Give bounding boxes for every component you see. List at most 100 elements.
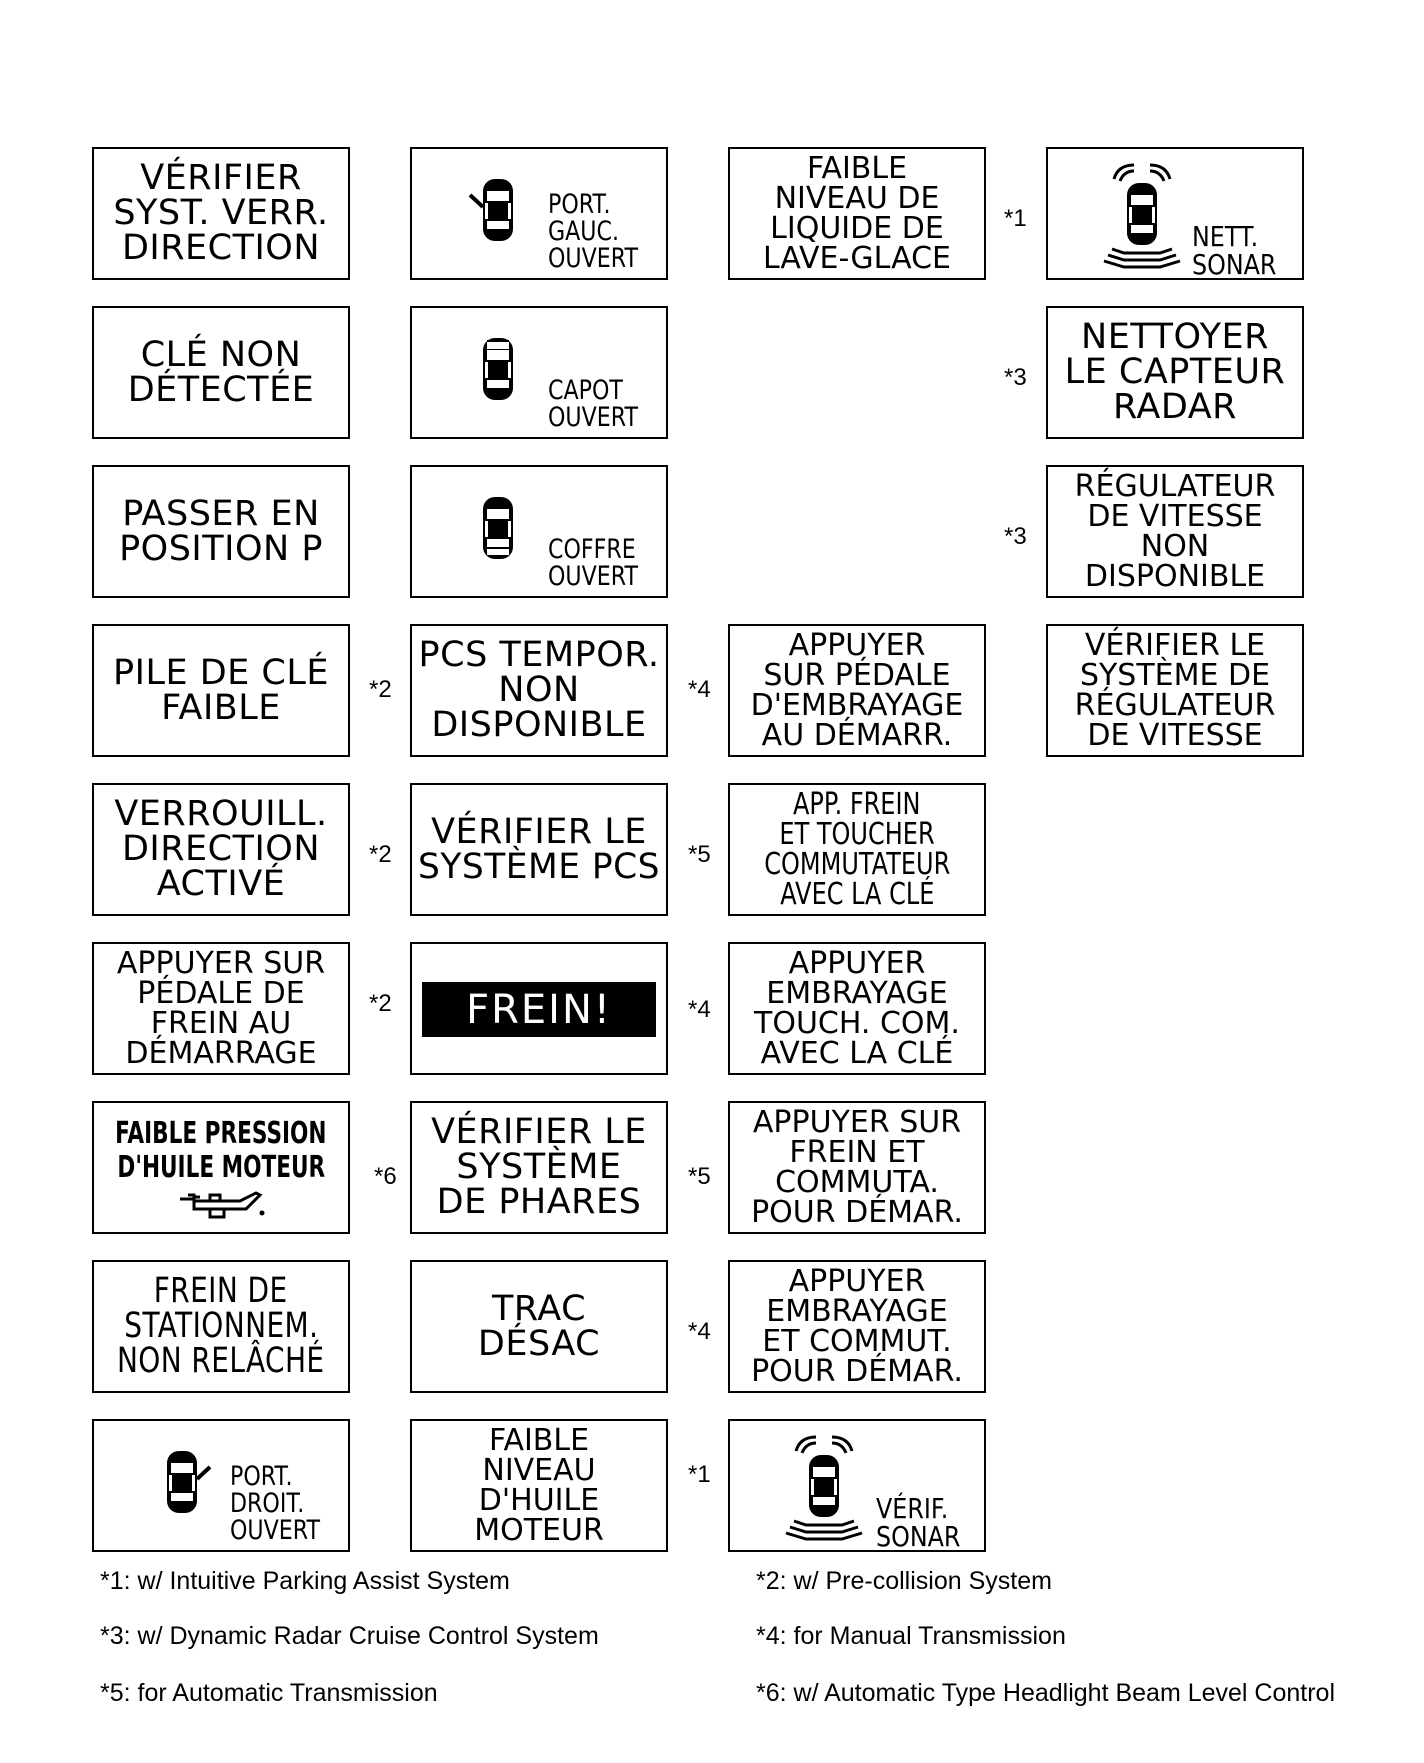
display-panel: COFFRE OUVERT bbox=[410, 465, 668, 598]
message-line: CAPOT bbox=[548, 375, 624, 406]
message-line: STATIONNEM. bbox=[123, 1306, 319, 1346]
message-line: NON bbox=[498, 670, 580, 710]
message-line: AU DÉMARR. bbox=[761, 717, 953, 753]
message-line: PÉDALE DE bbox=[137, 975, 305, 1011]
message-line: DROIT. bbox=[230, 1488, 305, 1519]
message-line: DISPONIBLE bbox=[431, 705, 647, 745]
message-line: TOUCH. COM. bbox=[754, 1005, 960, 1041]
message-line: PORT. bbox=[548, 189, 611, 220]
message-line: AVEC LA CLÉ bbox=[779, 876, 935, 912]
message-line: LAVE-GLACE bbox=[763, 240, 951, 276]
display-panel: APPUYER SUR FREIN ET COMMUTA. POUR DÉMAR… bbox=[728, 1101, 986, 1234]
message-line: APPUYER SUR bbox=[116, 945, 326, 981]
message-line: APPUYER bbox=[788, 945, 926, 981]
message-line: COFFRE bbox=[548, 534, 636, 565]
sonar-icon bbox=[785, 1435, 863, 1541]
display-panel: NETT. SONAR bbox=[1046, 147, 1304, 280]
display-panel: CLÉ NON DÉTECTÉE bbox=[92, 306, 350, 439]
condition-marker: *2 bbox=[369, 841, 392, 868]
display-panel: FAIBLE PRESSION D'HUILE MOTEUR bbox=[92, 1101, 350, 1234]
message-line: NETT. bbox=[1192, 220, 1259, 253]
message-line: FAIBLE bbox=[806, 150, 908, 186]
display-panel: VÉRIFIER LE SYSTÈME DE RÉGULATEUR DE VIT… bbox=[1046, 624, 1304, 757]
message-line: VÉRIFIER LE bbox=[431, 811, 647, 852]
message-line: POUR DÉMAR. bbox=[751, 1194, 963, 1230]
message-line: GAUC. bbox=[548, 216, 620, 247]
condition-marker: *5 bbox=[688, 841, 711, 868]
display-panel: PASSER EN POSITION P bbox=[92, 465, 350, 598]
message-line: DÉSAC bbox=[477, 1323, 601, 1364]
footnote: *4: for Manual Transmission bbox=[756, 1622, 1066, 1650]
message-line: COMMUTA. bbox=[775, 1164, 939, 1200]
display-panel: PILE DE CLÉ FAIBLE bbox=[92, 624, 350, 757]
message-line: CLÉ NON bbox=[140, 334, 302, 375]
display-panel: VÉRIFIER SYST. VERR. DIRECTION bbox=[92, 147, 350, 280]
message-line: ACTIVÉ bbox=[156, 864, 286, 904]
message-line: D'EMBRAYAGE bbox=[750, 687, 964, 723]
display-panel: FAIBLE NIVEAU DE LIQUIDE DE LAVE-GLACE bbox=[728, 147, 986, 280]
display-panel: FREIN DE STATIONNEM. NON RELÂCHÉ bbox=[92, 1260, 350, 1393]
message-line: NIVEAU DE bbox=[774, 180, 940, 216]
display-panel: TRAC DÉSAC bbox=[410, 1260, 668, 1393]
display-panel: FREIN! bbox=[410, 942, 668, 1075]
car-door-left-open-icon bbox=[468, 179, 513, 241]
message-line: VÉRIFIER LE bbox=[1084, 627, 1266, 663]
condition-marker: *4 bbox=[688, 996, 711, 1023]
message-line: DIRECTION bbox=[121, 829, 321, 869]
display-panel: VÉRIF. SONAR bbox=[728, 1419, 986, 1552]
message-line: SYSTÈME DE bbox=[1079, 657, 1271, 693]
message-line: APPUYER SUR bbox=[752, 1104, 962, 1140]
message-line: VÉRIF. bbox=[876, 1492, 949, 1525]
message-line: TRAC bbox=[491, 1288, 587, 1329]
display-panel: CAPOT OUVERT bbox=[410, 306, 668, 439]
message-line: ET COMMUT. bbox=[762, 1323, 952, 1359]
message-line: PORT. bbox=[230, 1461, 293, 1492]
message-line: FREIN DE bbox=[154, 1271, 288, 1311]
message-line: LIQUIDE DE bbox=[770, 210, 944, 246]
display-panel: VERROUILL. DIRECTION ACTIVÉ bbox=[92, 783, 350, 916]
display-panel: VÉRIFIER LE SYSTÈME DE PHARES bbox=[410, 1101, 668, 1234]
message-line: APPUYER bbox=[788, 1263, 926, 1299]
condition-marker: *4 bbox=[688, 1318, 711, 1345]
message-line: SYSTÈME PCS bbox=[417, 846, 661, 887]
footnote: *1: w/ Intuitive Parking Assist System bbox=[100, 1567, 510, 1595]
message-line: FAIBLE bbox=[488, 1422, 590, 1458]
footnote: *5: for Automatic Transmission bbox=[100, 1679, 438, 1707]
display-panel: APPUYER EMBRAYAGE TOUCH. COM. AVEC LA CL… bbox=[728, 942, 986, 1075]
car-hood-open-icon bbox=[483, 338, 513, 400]
message-line: NON RELÂCHÉ bbox=[117, 1341, 325, 1381]
condition-marker: *4 bbox=[688, 676, 711, 703]
message-line: FREIN ET bbox=[789, 1134, 925, 1170]
message-line: FAIBLE PRESSION bbox=[115, 1116, 327, 1151]
message-line: EMBRAYAGE bbox=[766, 1293, 948, 1329]
condition-marker: *5 bbox=[688, 1163, 711, 1190]
message-line: DE PHARES bbox=[436, 1182, 642, 1222]
condition-marker: *3 bbox=[1004, 364, 1027, 391]
display-panel: APPUYER SUR PÉDALE D'EMBRAYAGE AU DÉMARR… bbox=[728, 624, 986, 757]
message-line: DE VITESSE bbox=[1087, 717, 1263, 753]
message-line: OUVERT bbox=[548, 402, 639, 433]
message-line: EMBRAYAGE bbox=[766, 975, 948, 1011]
message-line: OUVERT bbox=[230, 1515, 321, 1546]
message-line: POUR DÉMAR. bbox=[751, 1353, 963, 1389]
display-panel: APPUYER SUR PÉDALE DE FREIN AU DÉMARRAGE bbox=[92, 942, 350, 1075]
message-line: DÉTECTÉE bbox=[127, 369, 315, 410]
car-door-right-open-icon bbox=[167, 1451, 212, 1513]
car-trunk-open-icon bbox=[483, 497, 513, 559]
message-line: DISPONIBLE bbox=[1084, 558, 1266, 594]
display-panel: PCS TEMPOR. NON DISPONIBLE bbox=[410, 624, 668, 757]
oil-can-icon bbox=[180, 1191, 265, 1219]
message-line: VERROUILL. bbox=[114, 794, 328, 834]
display-panel: VÉRIFIER LE SYSTÈME PCS bbox=[410, 783, 668, 916]
message-line: DÉMARRAGE bbox=[125, 1035, 317, 1071]
message-line: D'HUILE bbox=[478, 1482, 600, 1518]
condition-marker: *1 bbox=[688, 1461, 711, 1488]
message-line: AVEC LA CLÉ bbox=[760, 1035, 954, 1071]
message-line: APPUYER bbox=[788, 627, 926, 663]
display-panel: FAIBLE NIVEAU D'HUILE MOTEUR bbox=[410, 1419, 668, 1552]
message-line: NETTOYER bbox=[1081, 317, 1269, 357]
display-panel: RÉGULATEUR DE VITESSE NON DISPONIBLE bbox=[1046, 465, 1304, 598]
message-line: OUVERT bbox=[548, 561, 639, 592]
message-line: D'HUILE MOTEUR bbox=[117, 1150, 325, 1185]
message-line: SONAR bbox=[1192, 248, 1277, 280]
